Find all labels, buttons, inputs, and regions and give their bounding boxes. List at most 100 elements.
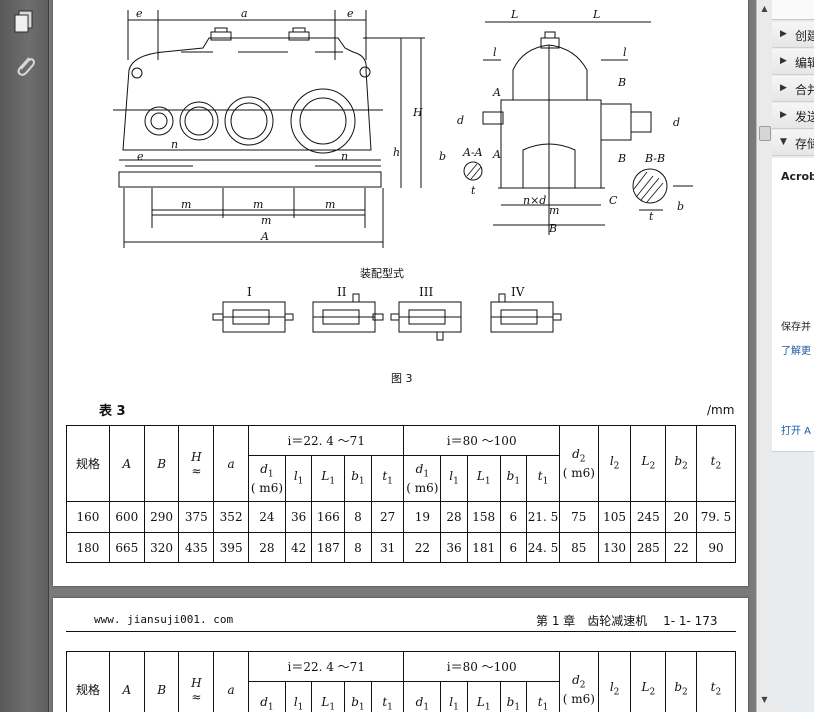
scrollbar-thumb[interactable] [759, 126, 771, 141]
dim-label-m2-right: m [325, 198, 335, 211]
attachments-paperclip-icon[interactable] [11, 52, 39, 80]
header-H-approx: ≈ [191, 689, 202, 704]
table-unit: /mm [707, 403, 735, 417]
dim-label-h: h [393, 146, 400, 159]
header-H: H≈ [178, 425, 215, 502]
header-t2-symbol: t [710, 679, 716, 694]
header-b2-symbol: b [674, 453, 683, 468]
header-spec: 规格 [66, 651, 110, 712]
dim-label-L2: L [592, 8, 600, 21]
dim-label-l1: l [493, 46, 497, 59]
cell: 158 [466, 501, 501, 533]
header-spec: 规格 [66, 425, 110, 502]
collapse-triangle-icon: ▼ [780, 137, 787, 147]
cell: 245 [630, 501, 667, 533]
cell: 85 [558, 532, 599, 563]
header-H-approx: ≈ [191, 463, 202, 478]
header-group-ratio-80-100: i＝80 ～100 [403, 651, 560, 682]
header-t2: t2 [695, 651, 737, 712]
cell: 181 [466, 532, 501, 563]
learn-more-link[interactable]: 了解更 [781, 346, 811, 357]
tool-section-label: 创建 [795, 29, 814, 43]
cell: 320 [143, 532, 180, 563]
header-L1-g1: L1 [311, 455, 346, 502]
dim-label-C: C [609, 194, 618, 207]
header-l1-g1: l1 [284, 681, 313, 712]
header-rule [66, 631, 736, 632]
header-L1-g1: L1 [311, 681, 346, 712]
document-viewport[interactable]: e a e H h n e n m m m m A L L l l B A A [49, 0, 756, 712]
header-l2-symbol: l [609, 679, 614, 694]
header-d2-note: ( m6) [562, 466, 595, 481]
dim-label-n2: n [341, 150, 348, 163]
header-d1-g2: d1 [403, 681, 442, 712]
header-b1-g2: b1 [499, 681, 528, 712]
dim-label-m2-left: m [181, 198, 191, 211]
dim-label-A: A [260, 230, 269, 243]
cell: 6 [499, 532, 528, 563]
header-chapter: 第 1 章 齿轮减速机 1- 1- 173 [536, 614, 718, 628]
tool-section-edit[interactable]: ▶ 编辑 [772, 49, 814, 75]
cell: 180 [66, 532, 110, 563]
dim-label-d2: d [673, 116, 680, 129]
cell: 665 [108, 532, 145, 563]
scroll-down-arrow-icon[interactable]: ▼ [761, 695, 768, 704]
dim-label-BB: B-B [644, 152, 665, 165]
header-L1-g1-symbol: L [321, 468, 330, 483]
cell: 19 [403, 501, 442, 533]
header-d1-g2-symbol: d [415, 461, 424, 476]
header-l2: l2 [597, 425, 632, 502]
header-d2-symbol: d [572, 446, 580, 461]
cell: 166 [311, 501, 346, 533]
assembly-caption: 装配型式 [360, 267, 404, 280]
dim-label-AA: A-A [462, 146, 483, 159]
dim-label-l2: l [623, 46, 627, 59]
tool-section-create[interactable]: ▶ 创建 [772, 22, 814, 48]
assembly-type-2: II [337, 285, 347, 299]
header-b2: b2 [665, 651, 697, 712]
dim-label-m3: m [549, 204, 559, 217]
header-t1-g2: t1 [526, 681, 560, 712]
assembly-type-3: III [419, 285, 433, 299]
cell: 187 [311, 532, 346, 563]
cell: 395 [213, 532, 250, 563]
header-l1-g1: l1 [284, 455, 313, 502]
cell: 28 [440, 501, 468, 533]
tool-section-send[interactable]: ▶ 发送 [772, 103, 814, 129]
cell: 600 [108, 501, 145, 533]
header-b1-g1-symbol: b [351, 468, 359, 483]
dim-label-B-arrow: B [617, 76, 626, 89]
cell: 290 [143, 501, 180, 533]
dimensions-table: 规格 A B H≈ a i＝22. 4 ～71 i＝80 ～100 d2( m6… [66, 425, 737, 563]
header-t1-g1-symbol: t [382, 468, 388, 483]
scroll-up-arrow-icon[interactable]: ▲ [761, 4, 768, 13]
header-d1-g1-symbol: d [260, 461, 268, 476]
dim-label-m2-mid: m [253, 198, 263, 211]
dim-label-t2: t [649, 210, 654, 223]
dim-label-n1: n [171, 138, 178, 151]
pages-panel-icon[interactable] [11, 8, 39, 36]
header-l1-g2-symbol: l [449, 694, 454, 709]
header-L1-g2-symbol: L [476, 468, 485, 483]
header-l2-symbol: l [609, 453, 614, 468]
dim-label-nxd3: n×d [523, 194, 546, 207]
expand-triangle-icon: ▶ [780, 110, 787, 120]
header-b1-g2-symbol: b [506, 468, 515, 483]
tool-section-label: 发送 [795, 110, 814, 124]
dimensions-table: 规格 A B H≈ a i＝22. 4 ～71 i＝80 ～100 d2( m6… [66, 651, 737, 712]
tool-section-store[interactable]: ▼ 存储 [772, 130, 814, 156]
header-A: A [108, 651, 145, 712]
tool-section-merge[interactable]: ▶ 合并 [772, 76, 814, 102]
vertical-scrollbar[interactable]: ▲ ▼ [756, 0, 772, 712]
header-t1-g2: t1 [526, 455, 560, 502]
header-L1-g2: L1 [466, 455, 501, 502]
expand-triangle-icon: ▶ [780, 83, 787, 93]
open-acrobat-link[interactable]: 打开 A [781, 426, 812, 437]
assembly-types-drawing: I II III IV [212, 285, 562, 341]
cell: 285 [630, 532, 667, 563]
cell: 21. 5 [526, 501, 560, 533]
header-H: H≈ [178, 651, 215, 712]
cell: 27 [370, 501, 405, 533]
header-L2: L2 [630, 651, 667, 712]
